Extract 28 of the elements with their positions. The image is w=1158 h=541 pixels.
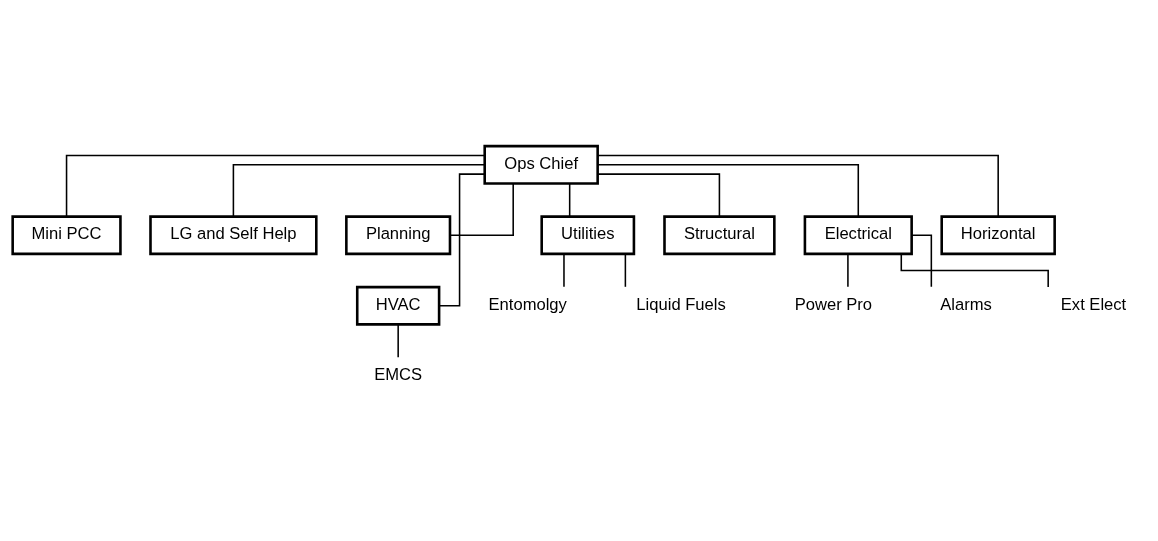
- connector: [65, 154, 486, 218]
- node-box: Mini PCC: [11, 215, 122, 256]
- node-box: Utilities: [540, 215, 636, 256]
- connector: [911, 234, 933, 288]
- node-text: Alarms: [940, 294, 992, 314]
- node-box: LG and Self Help: [149, 215, 318, 256]
- connector: [596, 154, 999, 218]
- node-box: Planning: [345, 215, 452, 256]
- connector: [397, 323, 399, 359]
- node-box: Electrical: [803, 215, 913, 256]
- connector: [449, 182, 514, 237]
- connector: [624, 253, 627, 288]
- node-box: HVAC: [355, 285, 441, 326]
- connector: [563, 253, 565, 288]
- connector: [597, 164, 860, 218]
- connector: [232, 164, 486, 218]
- connector: [597, 173, 721, 218]
- node-text: Ext Elect: [1060, 294, 1127, 314]
- node-text: Power Pro: [794, 294, 873, 314]
- connector: [438, 173, 486, 307]
- node-box: Structural: [663, 215, 776, 256]
- node-text: EMCS: [374, 365, 423, 385]
- node-text: Entomolgy: [488, 294, 567, 314]
- node-box: Horizontal: [940, 215, 1056, 256]
- connector: [568, 182, 571, 218]
- connector: [847, 253, 849, 288]
- node-text: Liquid Fuels: [636, 294, 726, 314]
- node-box: Ops Chief: [483, 144, 599, 185]
